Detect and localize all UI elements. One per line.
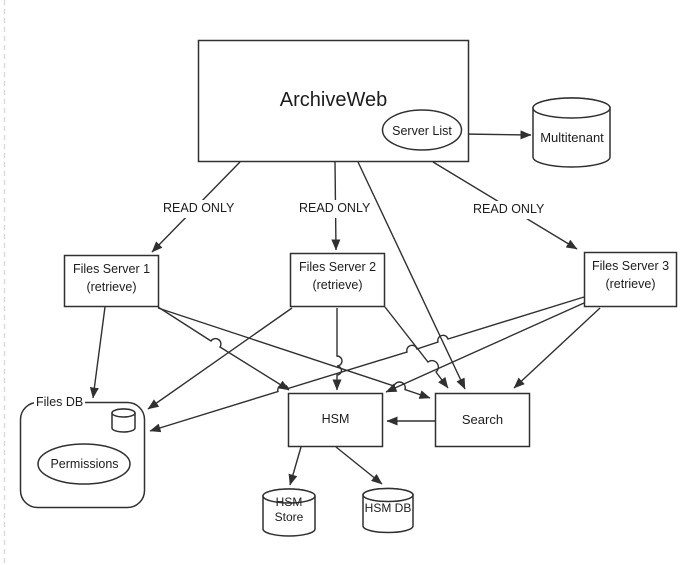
server-list-ellipse[interactable] xyxy=(381,109,463,151)
files-db-cylinder-top xyxy=(111,408,136,418)
files-server-3-label: Files Server 3 (retrieve) xyxy=(584,258,677,293)
files-server-1-box[interactable] xyxy=(63,254,160,308)
edge-files-server-2-search xyxy=(384,306,449,389)
search-box[interactable] xyxy=(434,392,531,448)
hsm-db-cylinder-top xyxy=(362,487,414,503)
files-server-1-sub: (retrieve) xyxy=(86,279,137,294)
hsm-store-cylinder-top xyxy=(262,488,316,504)
edge-files-server-2-files-db xyxy=(147,307,293,410)
hsm-store-label: HSM Store xyxy=(262,495,316,525)
files-server-2-sub: (retrieve) xyxy=(312,277,363,292)
files-server-3-box[interactable] xyxy=(583,251,678,308)
files-server-3-name: Files Server 3 xyxy=(591,259,670,273)
files-server-1-name: Files Server 1 xyxy=(72,262,151,276)
edge-archiveweb-search xyxy=(357,161,466,390)
files-server-2-box[interactable] xyxy=(289,252,386,308)
edge-hsm-hsm-store xyxy=(288,446,302,486)
hsm-store-line2: Store xyxy=(274,510,304,524)
multitenant-label: Multitenant xyxy=(540,130,604,145)
server-list-label: Server List xyxy=(392,124,452,138)
files-server-1-label: Files Server 1 (retrieve) xyxy=(64,261,159,296)
edge-files-server-1-search xyxy=(157,307,431,399)
edge-files-server-1-hsm xyxy=(157,306,290,391)
hsm-db-label: HSM DB xyxy=(364,501,412,515)
hsm-label: HSM xyxy=(321,412,350,426)
read-only-label-2: READ ONLY xyxy=(298,200,372,218)
edge-files-server-3-search xyxy=(513,307,601,389)
edge-hsm-hsm-db xyxy=(335,446,383,485)
search-label: Search xyxy=(461,412,504,427)
files-db-label: Files DB xyxy=(34,394,86,412)
permissions-label: Permissions xyxy=(50,457,119,471)
read-only-label-3: READ ONLY xyxy=(472,201,546,219)
read-only-label-1: READ ONLY xyxy=(162,200,236,218)
edge-server-list-multitenant xyxy=(461,130,532,140)
files-server-2-name: Files Server 2 xyxy=(298,260,377,274)
permissions-ellipse[interactable] xyxy=(37,443,131,485)
hsm-box[interactable] xyxy=(287,392,384,448)
edge-files-server-1-files-db xyxy=(89,306,106,399)
edge-files-server-2-hsm xyxy=(332,308,343,391)
hsm-store-line1: HSM xyxy=(275,495,303,509)
multitenant-cylinder-top xyxy=(532,97,611,119)
files-server-2-label: Files Server 2 (retrieve) xyxy=(290,259,385,294)
files-server-3-sub: (retrieve) xyxy=(605,276,656,291)
edge-files-server-3-files-db xyxy=(149,296,585,433)
edge-files-server-3-hsm xyxy=(385,302,585,393)
archiveweb-label: ArchiveWeb xyxy=(279,89,388,111)
